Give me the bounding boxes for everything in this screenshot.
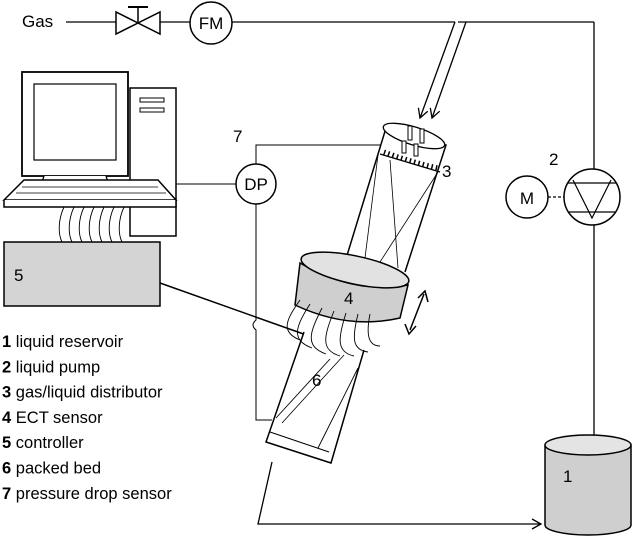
computer-icon — [2, 71, 178, 237]
dp-number: 7 — [233, 127, 242, 146]
sensor-movement-arrow — [404, 289, 429, 336]
legend-text: ECT sensor — [11, 409, 103, 427]
packed-bed-number: 6 — [312, 371, 321, 390]
computer-cables — [58, 206, 125, 243]
reservoir-number: 1 — [563, 467, 572, 486]
legend-item-2: 2 liquid pump — [2, 358, 100, 376]
legend-key: 7 — [2, 485, 11, 503]
legend-key: 4 — [2, 409, 12, 427]
legend-text: controller — [11, 434, 84, 452]
distributor-number: 3 — [442, 162, 451, 181]
legend-key: 5 — [2, 434, 11, 452]
ect-cables — [286, 299, 381, 357]
legend-item-1: 1 liquid reservoir — [2, 333, 124, 351]
legend-item-6: 6 packed bed — [2, 460, 101, 478]
ect-number: 4 — [344, 289, 353, 308]
liquid-reservoir — [544, 434, 632, 536]
legend-key: 1 — [2, 333, 11, 351]
motor-label: M — [520, 189, 534, 208]
legend-item-7: 7 pressure drop sensor — [2, 485, 172, 503]
gas-inlet-arrow — [417, 21, 456, 120]
controller-number: 5 — [14, 266, 23, 285]
legend-item-3: 3 gas/liquid distributor — [2, 384, 163, 402]
column — [265, 122, 447, 464]
legend-item-5: 5 controller — [2, 434, 84, 452]
valve-icon — [115, 6, 161, 36]
legend-text: packed bed — [11, 460, 101, 478]
legend-text: liquid pump — [11, 358, 100, 376]
liquid-pump — [563, 168, 621, 226]
legend-key: 2 — [2, 358, 11, 376]
controller-ect-cable — [159, 282, 313, 338]
dp-label: DP — [244, 175, 268, 194]
legend-key: 6 — [2, 460, 11, 478]
legend-text: liquid reservoir — [11, 333, 123, 351]
dp-bottom-tap — [252, 204, 272, 421]
pump-motor: M — [505, 175, 549, 219]
column-outlet-line — [257, 461, 543, 530]
gas-label: Gas — [22, 12, 53, 31]
controller-box — [3, 241, 161, 307]
legend-text: pressure drop sensor — [11, 485, 172, 503]
dp-top-tap — [255, 144, 384, 164]
liquid-inlet-arrow — [429, 21, 467, 120]
legend-key: 3 — [2, 384, 11, 402]
pump-number: 2 — [549, 150, 558, 169]
flowmeter: FM — [189, 1, 233, 45]
legend-item-4: 4 ECT sensor — [2, 409, 103, 427]
legend-text: gas/liquid distributor — [11, 384, 163, 402]
dp-sensor: DP — [235, 163, 277, 205]
flowmeter-label: FM — [199, 14, 224, 33]
ect-sensor — [294, 251, 410, 323]
